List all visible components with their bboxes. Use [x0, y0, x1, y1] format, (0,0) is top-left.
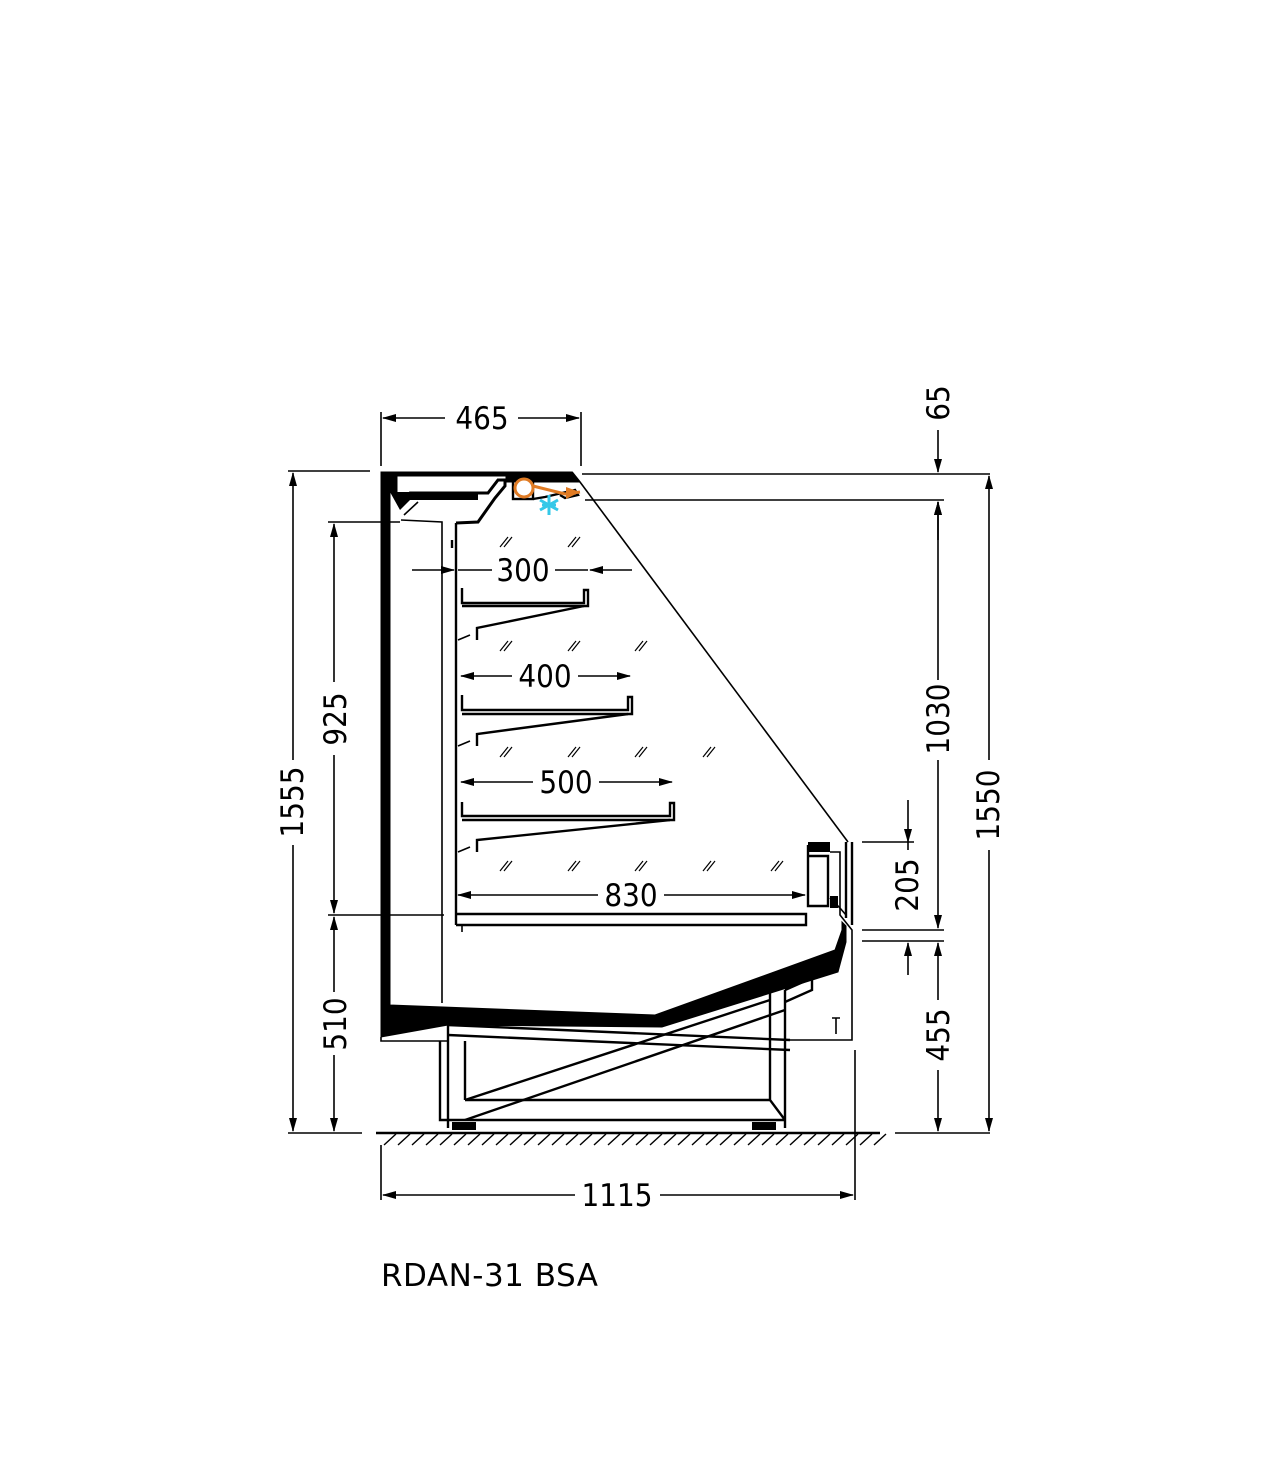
evaporator-snowflake-icon — [539, 495, 559, 515]
floor-hatch-line — [551, 1133, 565, 1146]
shelf-1 — [457, 588, 590, 641]
dimension-lines — [288, 412, 993, 1200]
glass-hatch-mark — [571, 746, 581, 758]
dim-top-offset: 65 — [921, 385, 957, 420]
glass-hatch-mark — [634, 640, 644, 652]
floor-hatch-line — [649, 1133, 663, 1146]
glass-hatch-mark — [499, 746, 509, 758]
glass-hatch-mark — [499, 640, 509, 652]
glass-hatch-mark — [638, 640, 648, 652]
floor-hatch-line — [453, 1133, 467, 1146]
floor-hatch-line — [635, 1133, 649, 1146]
model-title: RDAN-31 BSA — [381, 1258, 599, 1294]
floor-hatch-line — [495, 1133, 509, 1146]
glass-hatch-mark — [638, 860, 648, 872]
glass-hatch-mark — [706, 860, 716, 872]
cabinet-back-wall — [380, 471, 847, 1038]
dim-base-height-left: 510 — [318, 997, 354, 1050]
glass-hatch-mark — [503, 746, 513, 758]
floor-hatch-line — [509, 1133, 523, 1146]
floor — [376, 1131, 887, 1146]
floor-hatch-line — [845, 1133, 859, 1146]
floor-hatch-line — [789, 1133, 803, 1146]
dim-shelf-3-depth: 500 — [539, 765, 592, 801]
floor-hatch-line — [383, 1133, 397, 1146]
glass-hatch-mark — [567, 640, 577, 652]
glass-hatch-mark — [571, 640, 581, 652]
right-foot — [752, 1122, 776, 1130]
floor-hatch-line — [719, 1133, 733, 1146]
floor-hatch-line — [691, 1133, 705, 1146]
floor-hatch-line — [579, 1133, 593, 1146]
dim-bottom-depth: 830 — [604, 878, 657, 914]
glass-hatch-mark — [567, 746, 577, 758]
dim-front-opening-height: 1030 — [921, 684, 957, 755]
dim-shelf-2-depth: 400 — [518, 659, 571, 695]
glass-hatch-mark — [571, 536, 581, 548]
dim-total-height-right: 1550 — [971, 770, 1007, 841]
floor-hatch-line — [775, 1133, 789, 1146]
floor-hatch-line — [411, 1133, 425, 1146]
floor-hatch-line — [607, 1133, 621, 1146]
dim-total-height-left: 1555 — [275, 767, 311, 838]
glass-hatch-mark — [634, 860, 644, 872]
glass-hatch-mark — [499, 860, 509, 872]
floor-hatch-line — [733, 1133, 747, 1146]
shelf-2 — [457, 695, 634, 747]
floor-hatch-line — [593, 1133, 607, 1146]
dim-shelf-1-depth: 300 — [496, 553, 549, 589]
floor-hatch-line — [747, 1133, 761, 1146]
front-glass-line — [579, 481, 849, 843]
floor-hatch-line — [817, 1133, 831, 1146]
floor-hatch-line — [467, 1133, 481, 1146]
floor-hatch-line — [397, 1133, 411, 1146]
glass-hatch-marks — [499, 536, 784, 872]
floor-hatch-line — [565, 1133, 579, 1146]
floor-hatch-line — [677, 1133, 691, 1146]
floor-hatch-line — [537, 1133, 551, 1146]
floor-hatch-line — [425, 1133, 439, 1146]
canopy-duct — [390, 492, 478, 510]
dim-front-base-height: 455 — [921, 1008, 957, 1061]
floor-hatch-line — [873, 1133, 887, 1146]
glass-hatch-mark — [571, 860, 581, 872]
floor-hatch-line — [761, 1133, 775, 1146]
floor-hatch-line — [439, 1133, 453, 1146]
floor-hatch-line — [663, 1133, 677, 1146]
fan-icon — [513, 477, 535, 499]
glass-hatch-mark — [774, 860, 784, 872]
glass-hatch-mark — [638, 746, 648, 758]
floor-hatch-line — [705, 1133, 719, 1146]
dim-inner-height: 925 — [318, 692, 354, 745]
bottom-deck — [456, 912, 808, 932]
glass-hatch-mark — [503, 536, 513, 548]
floor-hatch-line — [621, 1133, 635, 1146]
dim-top-width: 465 — [455, 401, 508, 437]
glass-hatch-mark — [503, 860, 513, 872]
glass-hatch-mark — [634, 746, 644, 758]
cabinet-body — [380, 471, 854, 1130]
glass-hatch-mark — [567, 860, 577, 872]
glass-hatch-mark — [503, 640, 513, 652]
glass-hatch-mark — [567, 536, 577, 548]
glass-hatch-mark — [770, 860, 780, 872]
left-foot — [452, 1122, 476, 1130]
base-frame — [438, 990, 787, 1128]
shelf-3 — [457, 801, 676, 853]
floor-hatch-line — [859, 1133, 873, 1146]
dim-front-glass-height: 205 — [890, 858, 926, 911]
glass-hatch-mark — [702, 746, 712, 758]
price-rail — [808, 842, 830, 852]
glass-hatch-mark — [499, 536, 509, 548]
floor-hatch-line — [831, 1133, 845, 1146]
floor-hatch-line — [481, 1133, 495, 1146]
floor-hatch-line — [523, 1133, 537, 1146]
glass-hatch-mark — [702, 860, 712, 872]
dim-total-depth: 1115 — [582, 1178, 653, 1214]
floor-hatch-line — [803, 1133, 817, 1146]
glass-hatch-mark — [706, 746, 716, 758]
